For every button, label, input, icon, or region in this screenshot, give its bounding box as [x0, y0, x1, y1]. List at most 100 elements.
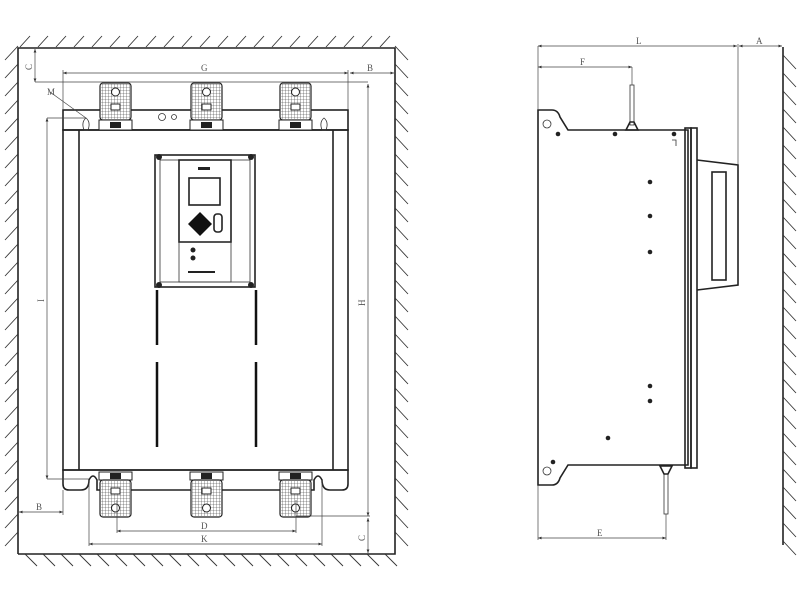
wall-hatching-top [4, 35, 409, 567]
hatch-line [4, 117, 19, 133]
dim-label-b-top: B [367, 63, 373, 73]
hatch-line [361, 35, 373, 48]
hatch-line [4, 297, 19, 313]
hatch-line [394, 387, 409, 403]
hatch-line [4, 45, 19, 61]
dim-label-a: A [756, 36, 763, 46]
hatch-line [394, 459, 409, 475]
hatch-line [782, 414, 797, 430]
hatch-line [4, 333, 19, 349]
hatch-line [253, 35, 265, 48]
dim-label-b-bottom: B [36, 502, 42, 512]
side-dimensions: L A F E [537, 36, 782, 540]
hatch-line [782, 54, 797, 70]
hatch-line [325, 35, 337, 48]
hatch-line [4, 441, 19, 457]
terminal-bottom [98, 471, 133, 518]
hatch-line [307, 35, 319, 48]
front-wall-enclosure [4, 35, 409, 567]
terminal-top [278, 82, 313, 131]
hatch-line [394, 153, 409, 169]
hatch-line [330, 553, 344, 567]
screw-dot [647, 179, 653, 185]
hatch-line [235, 35, 247, 48]
screw-dot [647, 398, 653, 404]
hatch-line [782, 288, 797, 304]
hatch-line [78, 553, 92, 567]
hatch-line [271, 35, 283, 48]
hatch-line [782, 90, 797, 106]
hatch-line [782, 504, 797, 520]
hatch-line [145, 35, 157, 48]
hatch-line [394, 243, 409, 259]
hatch-line [394, 225, 409, 241]
hatch-line [394, 135, 409, 151]
hatch-line [394, 207, 409, 223]
hatch-line [312, 553, 326, 567]
hatch-line [4, 171, 19, 187]
terminal-bottom [278, 471, 313, 518]
terminal-bottom [189, 471, 224, 518]
lcd-screen-icon [188, 177, 221, 206]
hatch-line [394, 369, 409, 385]
hatch-line [394, 279, 409, 295]
hatch-line [168, 553, 182, 567]
dim-label-m: M [47, 87, 55, 97]
hatch-line [394, 63, 409, 79]
hatch-line [4, 243, 19, 259]
dim-label-k: K [201, 534, 208, 544]
hatch-line [181, 35, 193, 48]
hatch-line [4, 99, 19, 115]
hatch-line [379, 35, 391, 48]
hatch-line [91, 35, 103, 48]
hatch-line [258, 553, 272, 567]
dim-label-c-top: C [24, 64, 34, 70]
hatch-line [127, 35, 139, 48]
hatch-line [199, 35, 211, 48]
hatch-line [4, 261, 19, 277]
hatch-line [276, 553, 290, 567]
dim-label-e: E [597, 528, 603, 538]
hatch-line [4, 135, 19, 151]
hatch-line [782, 72, 797, 88]
hatch-line [394, 477, 409, 493]
hatch-line [394, 99, 409, 115]
hatch-line [394, 189, 409, 205]
screw-dot [550, 459, 556, 465]
hatch-line [782, 198, 797, 214]
hatch-line [348, 553, 362, 567]
hatch-line [4, 279, 19, 295]
dim-label-d: D [201, 521, 208, 531]
side-view-body [537, 47, 784, 545]
hatch-line [4, 351, 19, 367]
dim-label-i: I [36, 299, 46, 302]
dim-label-c-bottom: C [357, 535, 367, 541]
dim-label-g: G [201, 63, 208, 73]
hatch-line [37, 35, 49, 48]
hatch-line [394, 297, 409, 313]
hatch-line [42, 553, 56, 567]
hatch-line [60, 553, 74, 567]
hatch-line [394, 261, 409, 277]
screw-dot [647, 213, 653, 219]
hatch-line [55, 35, 67, 48]
hatch-line [294, 553, 308, 567]
hatch-line [394, 171, 409, 187]
hatch-line [24, 553, 38, 567]
wall-hatching-side [782, 54, 797, 556]
hatch-line [782, 486, 797, 502]
hatch-line [114, 553, 128, 567]
front-device-body [62, 109, 349, 491]
hatch-line [782, 108, 797, 124]
hatch-line [394, 513, 409, 529]
hatch-line [109, 35, 121, 48]
hatch-line [394, 351, 409, 367]
hatch-line [366, 553, 380, 567]
direction-pad-icon [188, 212, 212, 236]
hatch-line [782, 540, 797, 556]
hatch-line [782, 144, 797, 160]
terminal-top [98, 82, 133, 131]
hatch-line [4, 369, 19, 385]
hatch-line [394, 333, 409, 349]
